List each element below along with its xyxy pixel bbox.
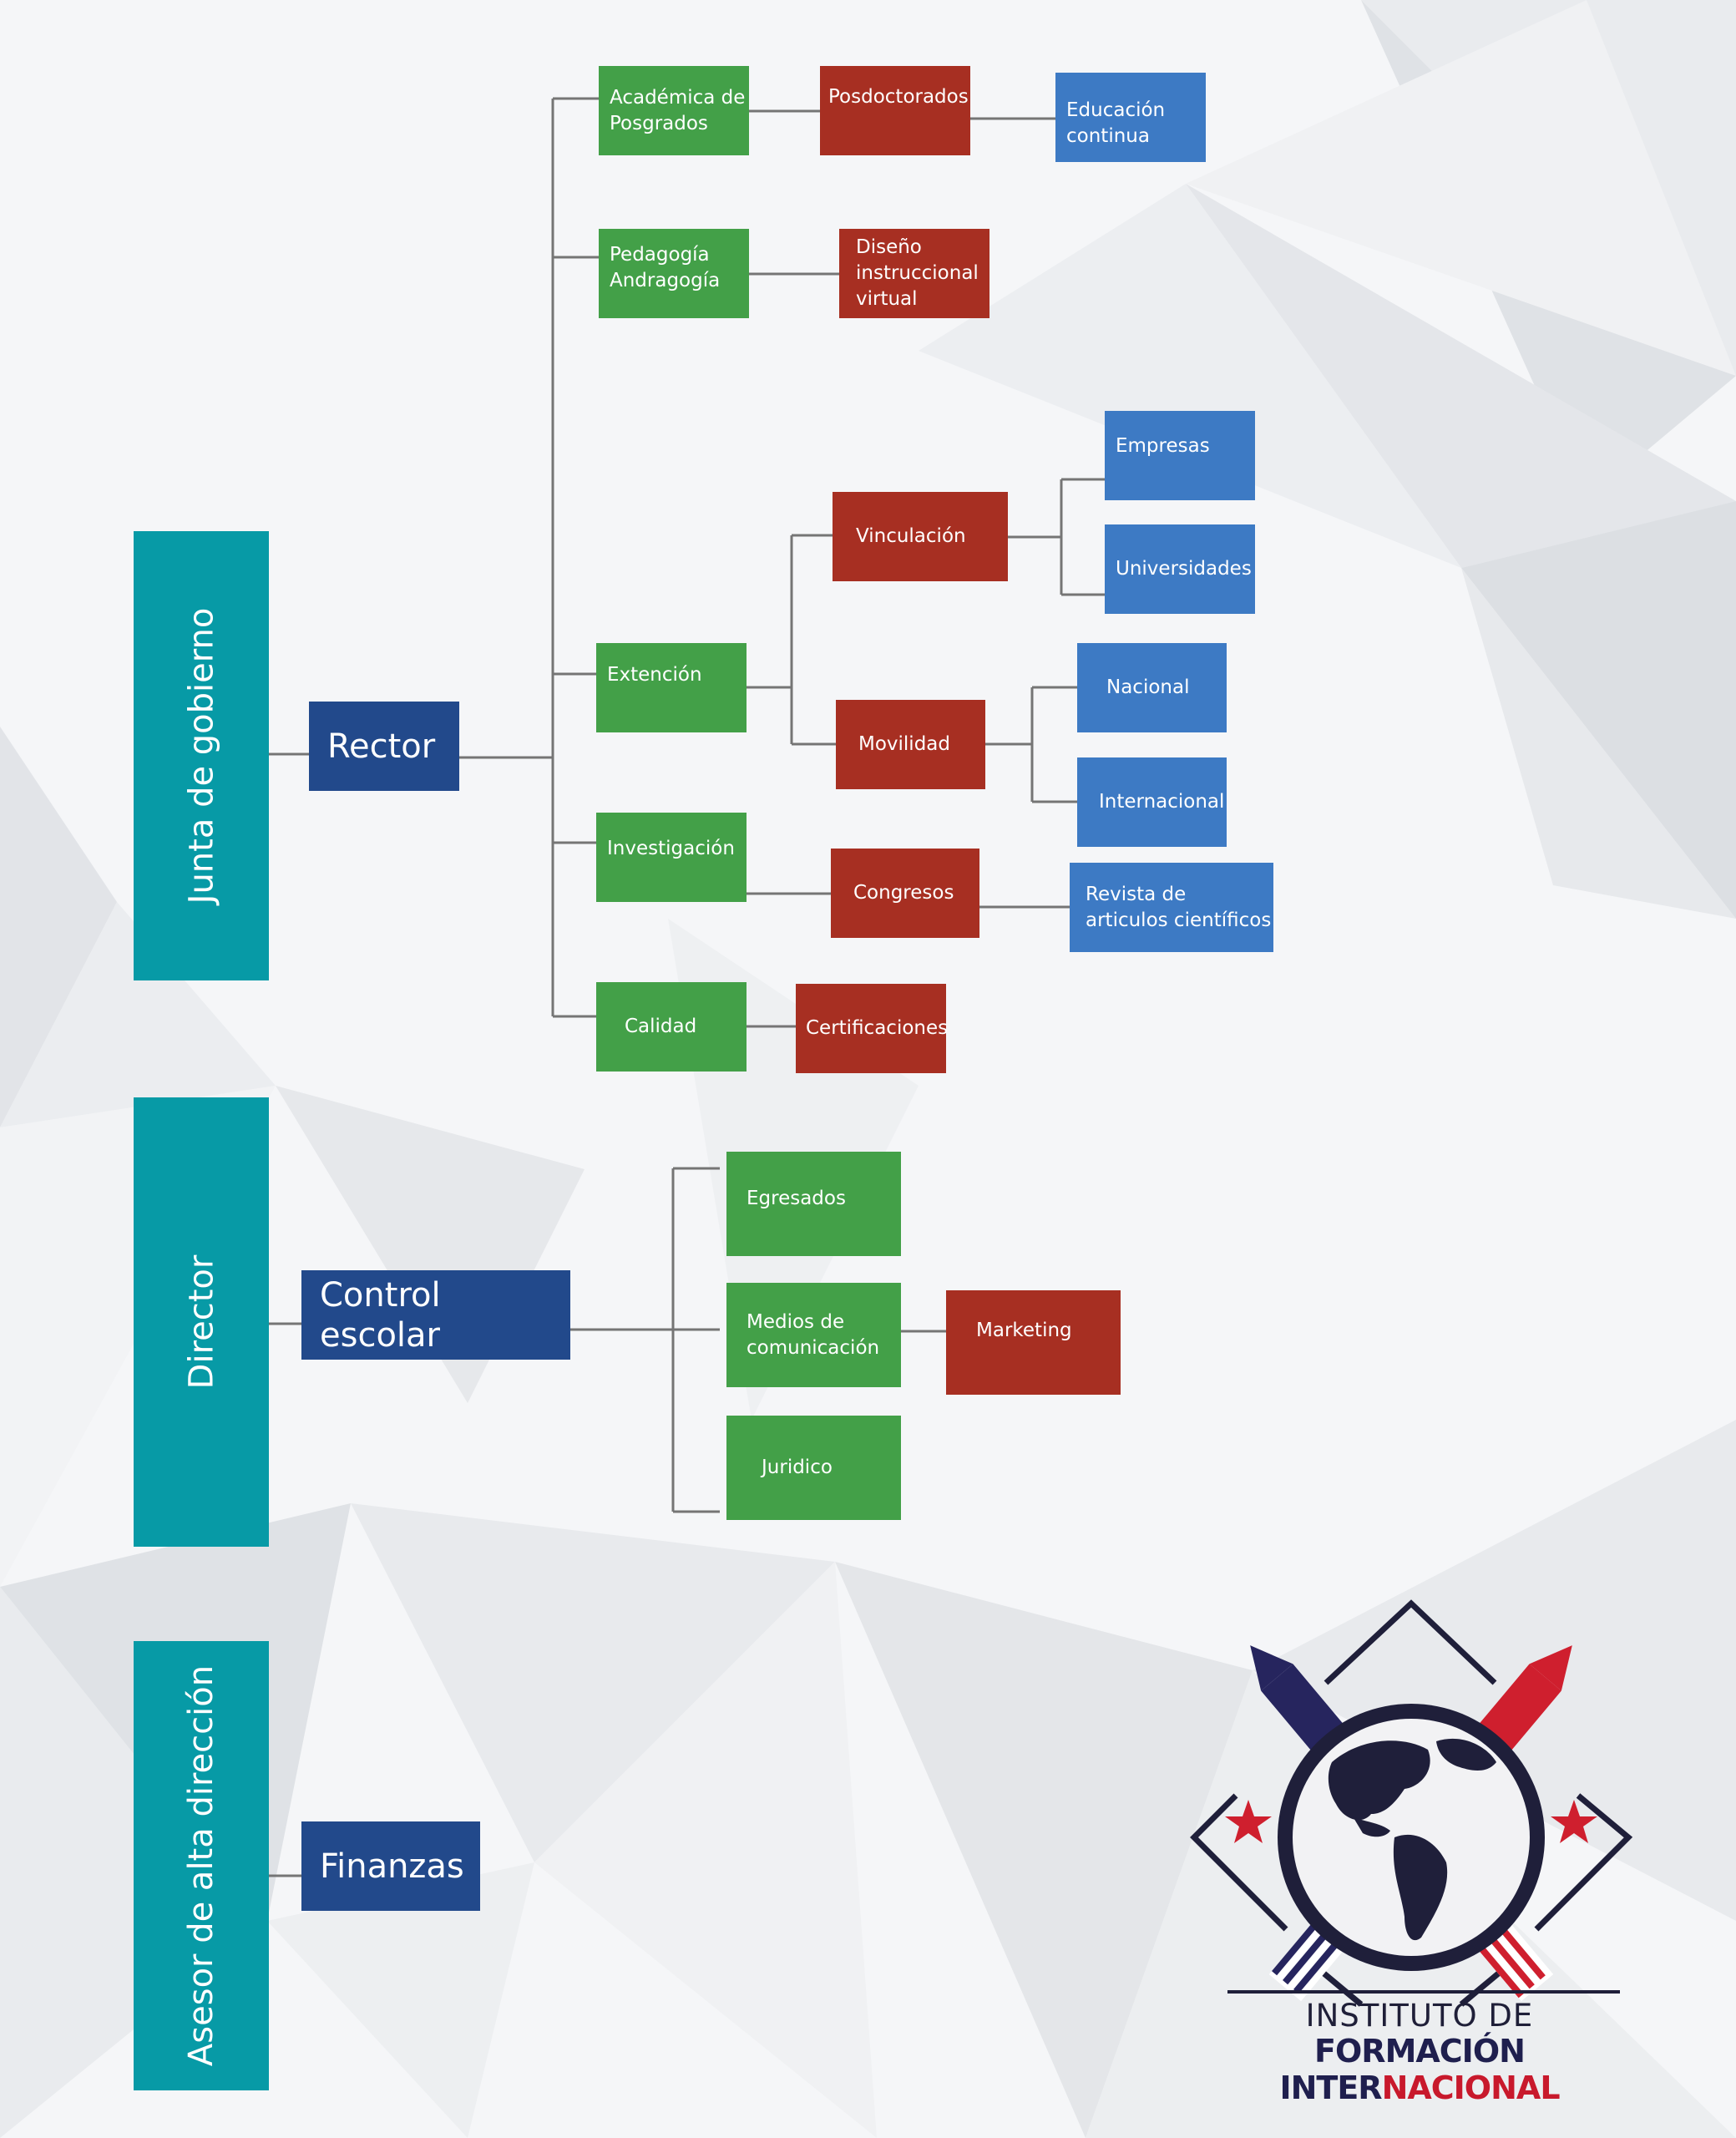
investigacion-node: Investigación — [596, 813, 747, 902]
vinculacion-label: Vinculación — [856, 525, 966, 547]
congresos-label: Congresos — [853, 882, 954, 904]
certificaciones-node: Certificaciones — [796, 984, 949, 1073]
revista-line-2: articulos científicos — [1086, 909, 1272, 931]
nacional-node: Nacional — [1077, 643, 1227, 732]
logo-line-2: FORMACIÓN INTERNACIONAL — [1186, 2033, 1653, 2106]
investigacion-label: Investigación — [607, 838, 735, 859]
universidades-node: Universidades — [1105, 524, 1255, 614]
movilidad-label: Movilidad — [858, 733, 950, 755]
juridico-label: Juridico — [762, 1457, 833, 1478]
educacion-line-1: Educación — [1066, 99, 1166, 121]
revista-node: Revista de articulos científicos — [1070, 863, 1273, 952]
control-escolar-label: Control escolar — [320, 1275, 441, 1355]
empresas-label: Empresas — [1116, 435, 1210, 457]
nacional-label: Nacional — [1106, 676, 1190, 698]
extencion-node: Extención — [596, 643, 747, 732]
egresados-node: Egresados — [726, 1152, 901, 1256]
diseno-line-3: virtual — [856, 288, 918, 310]
marketing-node: Marketing — [946, 1290, 1121, 1395]
educacion-line-2: continua — [1066, 124, 1150, 147]
marketing-label: Marketing — [976, 1320, 1072, 1341]
logo-line-1: INSTITUTO DE — [1305, 1998, 1534, 2034]
finanzas-label: Finanzas — [320, 1847, 464, 1886]
pedagogia-line-2: Andragogía — [610, 269, 721, 291]
diseno-instruccional-node: Diseño instruccional virtual — [839, 229, 989, 318]
pedagogia-andragogia-node: Pedagogía Andragogía — [599, 229, 749, 318]
director-bar: Director — [134, 1097, 269, 1547]
universidades-label: Universidades — [1116, 558, 1252, 580]
posdoctorados-label: Posdoctorados — [828, 86, 969, 108]
vinculacion-node: Vinculación — [833, 492, 1008, 581]
pedagogia-line-1: Pedagogía — [610, 243, 710, 266]
certificaciones-label: Certificaciones — [806, 1017, 949, 1039]
rector-label: Rector — [327, 727, 436, 766]
logo-line-2-dark: FORMACIÓN INTER — [1279, 2033, 1525, 2106]
egresados-label: Egresados — [747, 1188, 846, 1209]
academica-line-2: Posgrados — [610, 112, 708, 134]
medios-line-2: comunicación — [747, 1336, 880, 1359]
academica-posgrados-node: Académica de Posgrados — [599, 66, 749, 155]
diseno-line-2: instruccional — [856, 262, 979, 284]
junta-de-gobierno-bar: Junta de gobierno — [134, 531, 269, 980]
internacional-label: Internacional — [1099, 791, 1225, 813]
rector-node: Rector — [309, 702, 459, 791]
calidad-label: Calidad — [625, 1016, 697, 1037]
extencion-label: Extención — [607, 664, 702, 686]
director-label: Director — [182, 1254, 220, 1390]
posdoctorados-node: Posdoctorados — [820, 66, 970, 155]
diseno-line-1: Diseño — [856, 236, 922, 258]
junta-de-gobierno-label: Junta de gobierno — [182, 607, 221, 904]
movilidad-node: Movilidad — [836, 700, 985, 789]
juridico-node: Juridico — [726, 1416, 901, 1520]
asesor-label: Asesor de alta dirección — [182, 1664, 221, 2067]
academica-line-1: Académica de — [610, 86, 746, 109]
medios-comunicacion-node: Medios de comunicación — [726, 1283, 901, 1387]
asesor-bar: Asesor de alta dirección — [134, 1641, 269, 2090]
internacional-node: Internacional — [1077, 757, 1227, 847]
educacion-continua-node: Educación continua — [1055, 73, 1206, 162]
empresas-node: Empresas — [1105, 411, 1255, 500]
logo-line-2-red: NACIONAL — [1381, 2070, 1561, 2106]
finanzas-node: Finanzas — [301, 1821, 480, 1911]
revista-line-1: Revista de — [1086, 883, 1187, 905]
institute-logo — [1190, 1599, 1633, 2007]
congresos-node: Congresos — [831, 849, 979, 938]
medios-line-1: Medios de — [747, 1310, 845, 1333]
control-escolar-node: Control escolar — [301, 1270, 570, 1360]
calidad-node: Calidad — [596, 982, 747, 1072]
